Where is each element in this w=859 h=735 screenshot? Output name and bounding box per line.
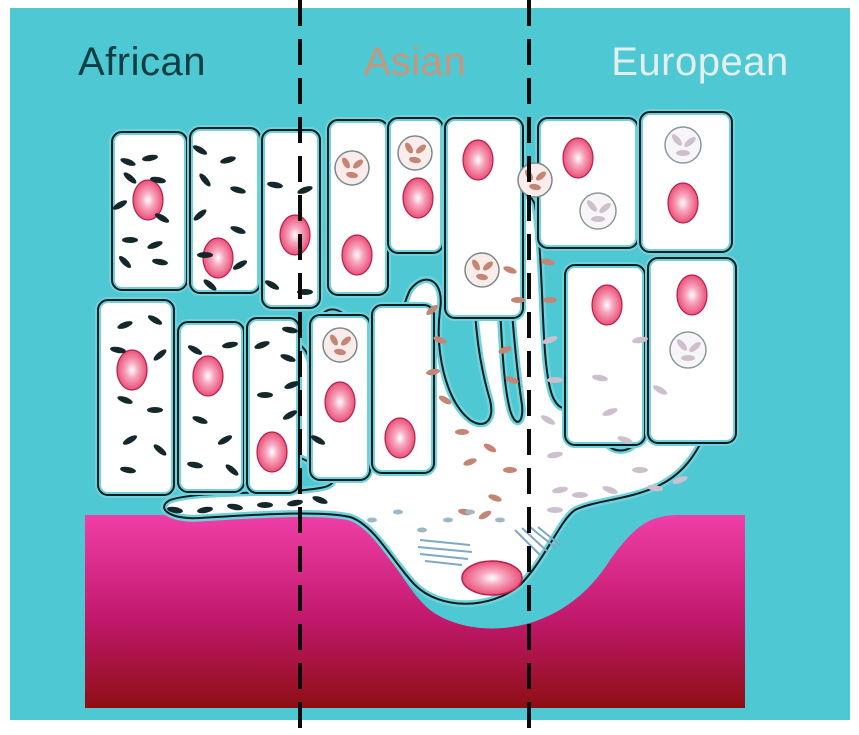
melanocyte-nucleus <box>462 561 522 595</box>
asian-melanosome <box>543 297 557 303</box>
asian-melanosome <box>503 467 517 473</box>
premelanosome <box>367 518 377 523</box>
keratinocyte-cell-bg <box>178 322 244 492</box>
premelanosome <box>495 518 505 523</box>
keratinocyte-nucleus <box>592 285 622 325</box>
keratinocyte-nucleus <box>203 238 233 278</box>
european-melanosome <box>676 150 690 156</box>
keratinocyte-nucleus <box>342 235 372 275</box>
keratinocyte-nucleus <box>280 215 310 255</box>
keratinocyte-nucleus <box>325 382 355 422</box>
european-melanosome-cluster <box>665 127 701 163</box>
premelanosome <box>443 518 453 523</box>
keratinocyte-nucleus <box>193 356 223 396</box>
keratinocyte-nucleus <box>677 275 707 315</box>
premelanosome <box>393 510 403 515</box>
keratinocyte-nucleus <box>117 350 147 390</box>
african-melanosome <box>122 237 138 243</box>
african-melanosome <box>197 252 213 258</box>
african-melanosome <box>147 407 163 413</box>
african-melanosome <box>257 502 273 508</box>
premelanosome <box>465 510 475 515</box>
keratinocyte-nucleus <box>403 178 433 218</box>
european-melanosome <box>572 492 588 498</box>
keratinocyte-nucleus <box>668 183 698 223</box>
european-melanosome-cluster <box>580 193 616 229</box>
asian-melanosome <box>455 429 469 435</box>
premelanosome <box>417 528 427 533</box>
keratinocyte-nucleus <box>257 432 287 472</box>
european-melanosome <box>547 507 563 513</box>
keratinocyte-nucleus <box>385 418 415 458</box>
keratinocyte-nucleus <box>563 138 593 178</box>
keratinocyte-nucleus <box>463 140 493 180</box>
asian-melanosome-cluster <box>398 136 432 170</box>
african-melanosome <box>257 392 273 398</box>
region-label-european: European <box>580 38 820 86</box>
european-melanosome <box>681 355 695 361</box>
asian-melanosome-cluster <box>518 163 552 197</box>
european-melanosome <box>591 216 605 222</box>
keratinocyte-cell-bg <box>98 300 174 495</box>
asian-melanosome-cluster <box>323 328 357 362</box>
asian-melanosome-cluster <box>465 253 499 287</box>
region-label-asian: Asian <box>330 38 500 86</box>
asian-melanosome-cluster <box>335 151 369 185</box>
keratinocyte-cell-bg <box>538 118 638 248</box>
region-label-african: African <box>78 38 298 86</box>
european-melanosome <box>632 467 648 473</box>
european-melanosome <box>547 377 563 383</box>
european-melanosome-cluster <box>670 332 706 368</box>
asian-melanosome <box>511 297 525 303</box>
